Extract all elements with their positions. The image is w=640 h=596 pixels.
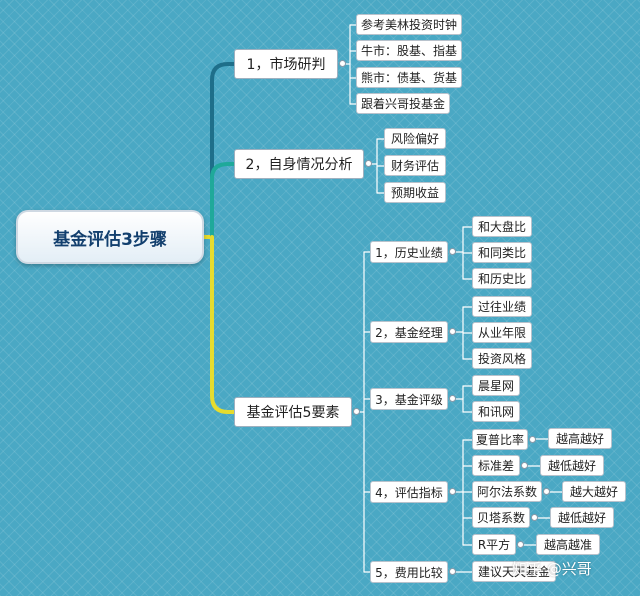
market-research-node[interactable]: 1，市场研判 bbox=[234, 49, 338, 79]
element-collapse-dot[interactable] bbox=[449, 328, 456, 335]
element-child-node[interactable]: 投资风格 bbox=[472, 348, 532, 369]
self-child-label: 预期收益 bbox=[390, 186, 439, 200]
self-child-node[interactable]: 财务评估 bbox=[384, 155, 446, 176]
element-node[interactable]: 4，评估指标 bbox=[370, 481, 448, 503]
metric-note-node[interactable]: 越大越好 bbox=[562, 481, 626, 502]
metric-collapse-dot[interactable] bbox=[531, 514, 538, 521]
metric-label: R平方 bbox=[477, 538, 511, 552]
element-collapse-dot[interactable] bbox=[449, 395, 456, 402]
element-child-node[interactable]: 和大盘比 bbox=[472, 216, 532, 237]
element-child-label: 晨星网 bbox=[477, 379, 514, 393]
five-elements-node[interactable]: 基金评估5要素 bbox=[234, 397, 352, 427]
element-child-node[interactable]: 过往业绩 bbox=[472, 296, 532, 317]
root-node[interactable]: 基金评估3步骤 bbox=[16, 210, 204, 264]
element-node[interactable]: 3，基金评级 bbox=[370, 388, 448, 410]
element-child-label: 和同类比 bbox=[477, 246, 526, 260]
self-child-label: 风险偏好 bbox=[390, 132, 439, 146]
metric-label: 阿尔法系数 bbox=[476, 485, 537, 499]
element-collapse-dot[interactable] bbox=[449, 568, 456, 575]
metric-node[interactable]: 贝塔系数 bbox=[472, 507, 530, 528]
metric-collapse-dot[interactable] bbox=[543, 488, 550, 495]
metric-note-node[interactable]: 越高越好 bbox=[548, 428, 612, 449]
metric-collapse-dot[interactable] bbox=[517, 541, 524, 548]
metric-note-label: 越大越好 bbox=[569, 485, 618, 499]
market-research-label: 1，市场研判 bbox=[246, 57, 326, 73]
element-label: 4，评估指标 bbox=[375, 485, 443, 500]
metric-label: 贝塔系数 bbox=[476, 511, 525, 525]
market-child-label: 牛市：股基、指基 bbox=[360, 44, 457, 58]
root-label: 基金评估3步骤 bbox=[53, 229, 167, 250]
self-child-node[interactable]: 风险偏好 bbox=[384, 128, 446, 149]
element-collapse-dot[interactable] bbox=[449, 248, 456, 255]
metric-note-label: 越高越准 bbox=[543, 538, 592, 552]
metric-node[interactable]: 夏普比率 bbox=[472, 429, 528, 450]
market-child-label: 熊市：债基、货基 bbox=[360, 71, 457, 85]
market-research-collapse-dot[interactable] bbox=[339, 60, 346, 67]
self-analysis-collapse-dot[interactable] bbox=[365, 160, 372, 167]
market-child-label: 跟着兴哥投基金 bbox=[360, 97, 445, 111]
metric-note-node[interactable]: 越低越好 bbox=[550, 507, 614, 528]
element-node[interactable]: 5，费用比较 bbox=[370, 561, 448, 583]
element-child-node[interactable]: 和同类比 bbox=[472, 242, 532, 263]
metric-note-label: 越高越好 bbox=[555, 432, 604, 446]
metric-node[interactable]: 标准差 bbox=[472, 455, 520, 476]
metric-collapse-dot[interactable] bbox=[521, 462, 528, 469]
element-label: 3，基金评级 bbox=[375, 392, 443, 407]
element-child-label: 建议天天基金 bbox=[477, 565, 550, 579]
element-child-label: 过往业绩 bbox=[477, 300, 526, 314]
element-collapse-dot[interactable] bbox=[449, 488, 456, 495]
five-elements-collapse-dot[interactable] bbox=[353, 408, 360, 415]
element-label: 5，费用比较 bbox=[375, 565, 443, 580]
element-child-label: 和讯网 bbox=[477, 405, 514, 419]
metric-label: 夏普比率 bbox=[475, 433, 524, 447]
market-child-node[interactable]: 跟着兴哥投基金 bbox=[356, 93, 450, 114]
market-child-node[interactable]: 熊市：债基、货基 bbox=[356, 67, 462, 88]
elements-branch-line bbox=[210, 235, 236, 414]
metric-node[interactable]: R平方 bbox=[472, 534, 516, 555]
self-child-node[interactable]: 预期收益 bbox=[384, 182, 446, 203]
metric-label: 标准差 bbox=[477, 459, 514, 473]
self-child-label: 财务评估 bbox=[390, 159, 439, 173]
market-branch-line bbox=[210, 62, 236, 239]
element-child-node[interactable]: 晨星网 bbox=[472, 375, 520, 396]
element-label: 1，历史业绩 bbox=[375, 245, 443, 260]
metric-note-node[interactable]: 越低越好 bbox=[540, 455, 604, 476]
market-child-node[interactable]: 参考美林投资时钟 bbox=[356, 14, 462, 35]
element-child-label: 从业年限 bbox=[477, 326, 526, 340]
element-child-node[interactable]: 和讯网 bbox=[472, 401, 520, 422]
market-child-label: 参考美林投资时钟 bbox=[360, 18, 457, 32]
element-child-label: 和大盘比 bbox=[477, 220, 526, 234]
self-analysis-node[interactable]: 2，自身情况分析 bbox=[234, 149, 364, 179]
element-child-node[interactable]: 建议天天基金 bbox=[472, 561, 556, 582]
self-analysis-label: 2，自身情况分析 bbox=[245, 157, 353, 173]
element-node[interactable]: 1，历史业绩 bbox=[370, 241, 448, 263]
element-child-label: 投资风格 bbox=[477, 352, 526, 366]
metric-note-node[interactable]: 越高越准 bbox=[536, 534, 600, 555]
element-child-node[interactable]: 和历史比 bbox=[472, 268, 532, 289]
self-branch-line bbox=[210, 162, 236, 239]
element-child-label: 和历史比 bbox=[477, 272, 526, 286]
element-label: 2，基金经理 bbox=[375, 325, 443, 340]
metric-node[interactable]: 阿尔法系数 bbox=[472, 481, 542, 502]
metric-collapse-dot[interactable] bbox=[529, 436, 536, 443]
metric-note-label: 越低越好 bbox=[547, 459, 596, 473]
market-child-node[interactable]: 牛市：股基、指基 bbox=[356, 40, 462, 61]
watermark: 知乎 @兴哥 bbox=[512, 560, 592, 578]
metric-note-label: 越低越好 bbox=[557, 511, 606, 525]
element-child-node[interactable]: 从业年限 bbox=[472, 322, 532, 343]
element-node[interactable]: 2，基金经理 bbox=[370, 321, 448, 343]
five-elements-label: 基金评估5要素 bbox=[246, 405, 340, 421]
